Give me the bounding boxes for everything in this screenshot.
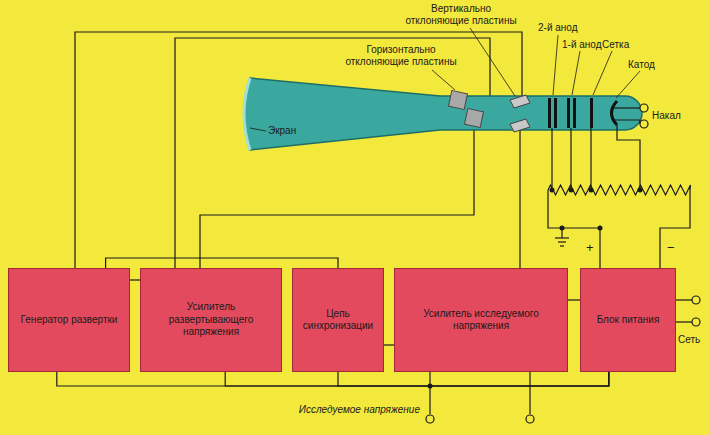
horizontal-plate [449, 91, 468, 110]
anode-2 [554, 98, 557, 128]
ground-symbol [555, 237, 569, 238]
grid [590, 98, 593, 128]
deflection-wires [75, 32, 522, 268]
ground-symbol [560, 245, 564, 246]
wire [660, 190, 690, 268]
terminal [640, 120, 648, 128]
wire-connector [57, 372, 609, 386]
part-label: Экран [268, 125, 296, 137]
part-label: 1-й анод [562, 39, 602, 51]
box-label: Усилитель развертывающего напряжения [147, 301, 275, 339]
wire-connector [338, 372, 609, 386]
horizontal-plate [465, 109, 484, 128]
anode-1 [573, 98, 576, 128]
wire [617, 125, 640, 190]
box-label: Усилитель исследуемого напряжения [401, 308, 561, 333]
leader-line [470, 28, 515, 96]
leader-line [432, 70, 455, 90]
wire-connector [130, 279, 140, 280]
part-label: Накал [652, 110, 681, 122]
part-label: Вертикально отклоняющие пластины [400, 3, 522, 27]
box-label: Цепь синхронизации [299, 308, 377, 333]
junction-dot [550, 188, 555, 193]
part-label: 2-й анод [538, 22, 578, 34]
part-label: Сеть [678, 334, 700, 346]
junction-dot [589, 188, 594, 193]
junction-dot [638, 188, 643, 193]
part-label: Катод [628, 59, 655, 71]
wire [548, 190, 600, 268]
ground-symbol [558, 241, 566, 242]
process-box: Блок питания [580, 268, 676, 372]
power-wires [250, 28, 692, 414]
anode-2 [548, 98, 551, 128]
cathode [612, 101, 618, 125]
crt-tube [244, 78, 642, 150]
terminal [692, 296, 700, 304]
junction-dot [560, 226, 565, 231]
terminal [426, 415, 434, 423]
wire-connector [106, 258, 338, 268]
terminals [426, 104, 700, 423]
box-label: Блок питания [597, 314, 660, 327]
leader-line [572, 51, 580, 95]
leader-line [593, 51, 612, 95]
crt-screen [244, 78, 250, 150]
wire [676, 321, 692, 322]
electrodes [548, 98, 593, 128]
anode-1 [567, 98, 570, 128]
wire [75, 32, 522, 268]
leader-line [250, 128, 266, 131]
terminal [692, 318, 700, 326]
wire-connector [384, 344, 394, 345]
box-label: Генератор развертки [21, 314, 118, 327]
wire [519, 130, 520, 268]
wire-connector [225, 372, 609, 386]
part-label: + [586, 240, 594, 256]
part-label: Исследуемое напряжение [299, 404, 420, 416]
part-label: Сетка [602, 39, 629, 51]
wire [676, 299, 692, 300]
process-box: Цепь синхронизации [292, 268, 384, 372]
vertical-plate [510, 119, 530, 132]
wire [429, 372, 430, 414]
junction-dot [598, 226, 603, 231]
wire [590, 128, 591, 190]
terminal [526, 415, 534, 423]
leader-line [553, 35, 558, 95]
wire [175, 38, 490, 268]
wire [570, 128, 571, 190]
part-label: Горизонтально отклоняющие пластины [340, 44, 462, 68]
wire [200, 126, 474, 268]
voltage-divider [548, 185, 691, 195]
wire [614, 120, 640, 124]
leader-line [616, 71, 640, 98]
process-box: Генератор развертки [8, 268, 130, 372]
wire [551, 128, 552, 190]
part-label: − [667, 240, 675, 256]
process-box: Усилитель развертывающего напряжения [140, 268, 282, 372]
vertical-plate [510, 95, 530, 108]
wire [529, 372, 530, 414]
wire [614, 107, 640, 108]
wire-connector [568, 299, 580, 300]
junction-dot [569, 188, 574, 193]
process-box: Усилитель исследуемого напряжения [394, 268, 568, 372]
terminal [640, 104, 648, 112]
